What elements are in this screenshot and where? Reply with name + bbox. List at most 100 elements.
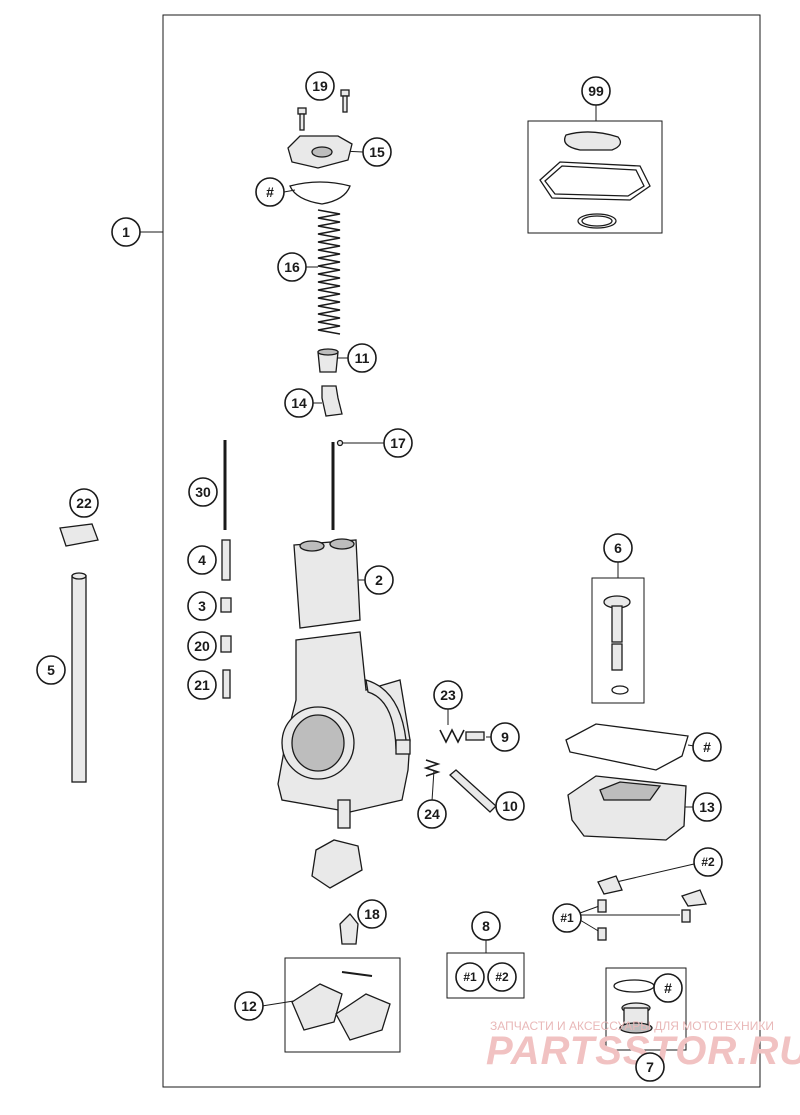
svg-text:2: 2: [375, 572, 383, 588]
svg-text:21: 21: [194, 677, 210, 693]
part-18-float-needle: [339, 913, 359, 945]
callout-12: 12: [234, 991, 264, 1021]
carburetor-body: [277, 631, 411, 829]
svg-text:14: 14: [291, 395, 307, 411]
callout-99: 99: [581, 76, 611, 106]
part-13-float-bowl: [567, 775, 687, 841]
callout-30: 30: [188, 477, 218, 507]
part-24-spring: [423, 759, 441, 777]
callout-8: 8: [471, 911, 501, 941]
callout-hash-gasket: #: [255, 177, 285, 207]
svg-text:30: 30: [195, 484, 211, 500]
callout-17: 17: [383, 428, 413, 458]
callout-6: 6: [603, 533, 633, 563]
svg-text:1: 1: [122, 224, 130, 240]
part-12-float: [291, 971, 391, 1041]
part-float: [311, 839, 363, 889]
svg-text:7: 7: [646, 1059, 654, 1075]
callout-hash-bowl: #: [692, 732, 722, 762]
svg-text:12: 12: [241, 998, 257, 1014]
svg-text:24: 24: [424, 806, 440, 822]
part-99-gasket-kit: [539, 131, 651, 229]
callout-5: 5: [36, 655, 66, 685]
part-11-needle-holder: [317, 348, 339, 373]
part-2-plates: [597, 875, 707, 907]
svg-text:13: 13: [699, 799, 715, 815]
svg-text:#: #: [664, 980, 672, 996]
callout-hash2-kit: #2: [487, 962, 517, 992]
callout-20: 20: [187, 631, 217, 661]
svg-text:#2: #2: [701, 855, 715, 869]
callout-16: 16: [277, 252, 307, 282]
callout-24: 24: [417, 799, 447, 829]
part-23-spring: [439, 728, 465, 744]
part-17-jet-needle: [331, 439, 344, 530]
svg-text:9: 9: [501, 729, 509, 745]
svg-text:3: 3: [198, 598, 206, 614]
part-gasket-top: [289, 181, 351, 205]
callout-4: 4: [187, 545, 217, 575]
kit-box-99: [527, 120, 663, 234]
part-1-screws: [597, 899, 691, 941]
callout-10: 10: [495, 791, 525, 821]
callout-hash2-plates: #2: [693, 847, 723, 877]
svg-text:8: 8: [482, 918, 490, 934]
part-15-top-cover: [287, 135, 353, 169]
part-3-main-jet: [220, 597, 232, 613]
callout-7: 7: [635, 1052, 665, 1082]
svg-text:20: 20: [194, 638, 210, 654]
callout-1: 1: [111, 217, 141, 247]
svg-text:23: 23: [440, 687, 456, 703]
kit-box-7: [605, 967, 687, 1051]
svg-text:11: 11: [355, 350, 370, 366]
callout-21: 21: [187, 670, 217, 700]
svg-text:10: 10: [502, 798, 518, 814]
part-9-idle-screw: [465, 731, 485, 741]
watermark-tagline: ЗАПЧАСТИ И АКСЕССУАРЫ ДЛЯ МОТОТЕХНИКИ: [490, 1019, 774, 1033]
callout-hash1-kit: #1: [455, 962, 485, 992]
callout-15: 15: [362, 137, 392, 167]
callout-18: 18: [357, 899, 387, 929]
svg-text:19: 19: [312, 78, 328, 94]
svg-text:99: 99: [588, 83, 604, 99]
callout-13: 13: [692, 792, 722, 822]
svg-text:17: 17: [390, 435, 406, 451]
svg-text:15: 15: [369, 144, 385, 160]
part-19-screws: [297, 89, 350, 131]
part-bowl-gasket: [565, 723, 689, 771]
callout-3: 3: [187, 591, 217, 621]
svg-text:16: 16: [284, 259, 300, 275]
svg-text:#1: #1: [560, 911, 574, 925]
callout-11: 11: [347, 343, 377, 373]
part-14-needle-clip: [321, 385, 343, 417]
main-frame: [162, 14, 761, 1088]
callout-hash-seal: #: [653, 973, 683, 1003]
svg-text:6: 6: [614, 540, 622, 556]
callout-9: 9: [490, 722, 520, 752]
part-5-hose: [71, 572, 87, 783]
callout-2: 2: [364, 565, 394, 595]
svg-text:5: 5: [47, 662, 55, 678]
callout-hash1-screws: #1: [552, 903, 582, 933]
part-20-pilot-jet: [220, 635, 232, 653]
part-16-spring: [317, 209, 341, 335]
part-6-choke-plunger: [603, 595, 631, 695]
svg-text:18: 18: [364, 906, 380, 922]
callout-14: 14: [284, 388, 314, 418]
part-4-main-jet-holder: [221, 539, 231, 581]
callout-22: 22: [69, 488, 99, 518]
part-2-throttle-slide: [293, 538, 361, 629]
svg-text:#: #: [703, 739, 711, 755]
svg-text:4: 4: [198, 552, 206, 568]
callout-23: 23: [433, 680, 463, 710]
part-22-clamp: [59, 523, 99, 547]
callout-19: 19: [305, 71, 335, 101]
kit-box-12: [284, 957, 401, 1053]
part-10-shaft: [449, 769, 497, 813]
svg-text:22: 22: [76, 495, 92, 511]
part-21-pilot-screw: [222, 669, 231, 699]
svg-text:#2: #2: [495, 970, 509, 984]
part-7-drain-plug: [613, 979, 655, 1034]
svg-text:#: #: [266, 184, 274, 200]
